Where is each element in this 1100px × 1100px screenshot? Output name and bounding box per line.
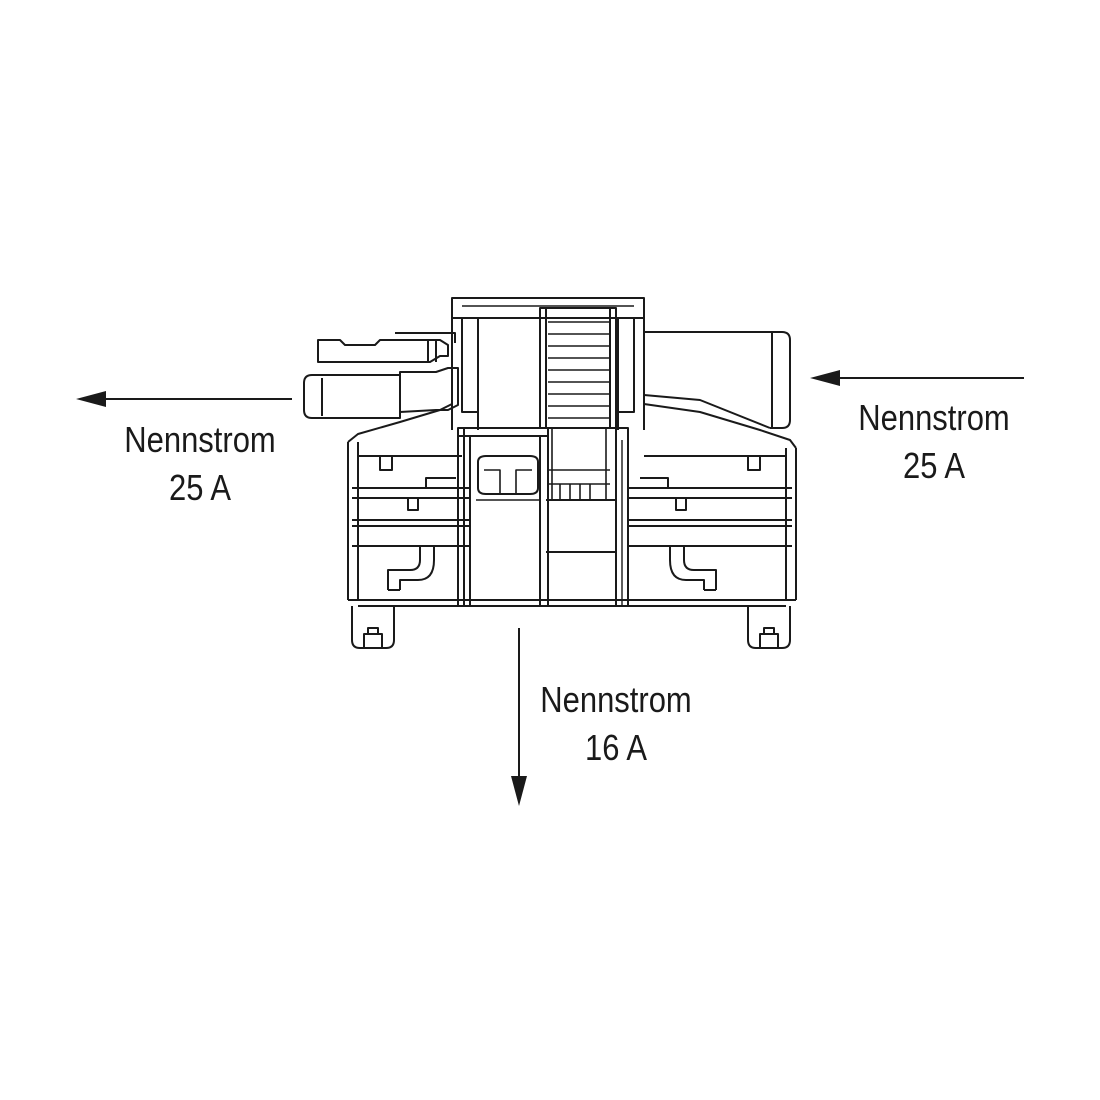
right-cable-housing: [643, 331, 791, 429]
center-channel: [457, 427, 629, 607]
label-bottom-line1: Nennstrom: [540, 679, 692, 720]
rated-current-label-left: Nennstrom 25 A: [105, 416, 294, 512]
arrow-right-icon: [810, 370, 1024, 386]
arrow-down-icon: [511, 628, 527, 806]
rated-current-label-right: Nennstrom 25 A: [839, 394, 1028, 490]
rated-current-label-bottom: Nennstrom 16 A: [521, 676, 710, 772]
top-housing: [451, 297, 645, 430]
ribbed-insert: [548, 321, 610, 500]
label-left-line2: 25 A: [168, 467, 231, 508]
label-right-line1: Nennstrom: [858, 397, 1010, 438]
mounting-feet: [351, 606, 791, 649]
label-bottom-line2: 16 A: [584, 727, 647, 768]
left-plug-latch: [303, 332, 459, 419]
arrow-left-icon: [76, 391, 292, 407]
label-right-line2: 25 A: [902, 445, 965, 486]
main-body: [347, 403, 797, 607]
label-left-line1: Nennstrom: [124, 419, 276, 460]
